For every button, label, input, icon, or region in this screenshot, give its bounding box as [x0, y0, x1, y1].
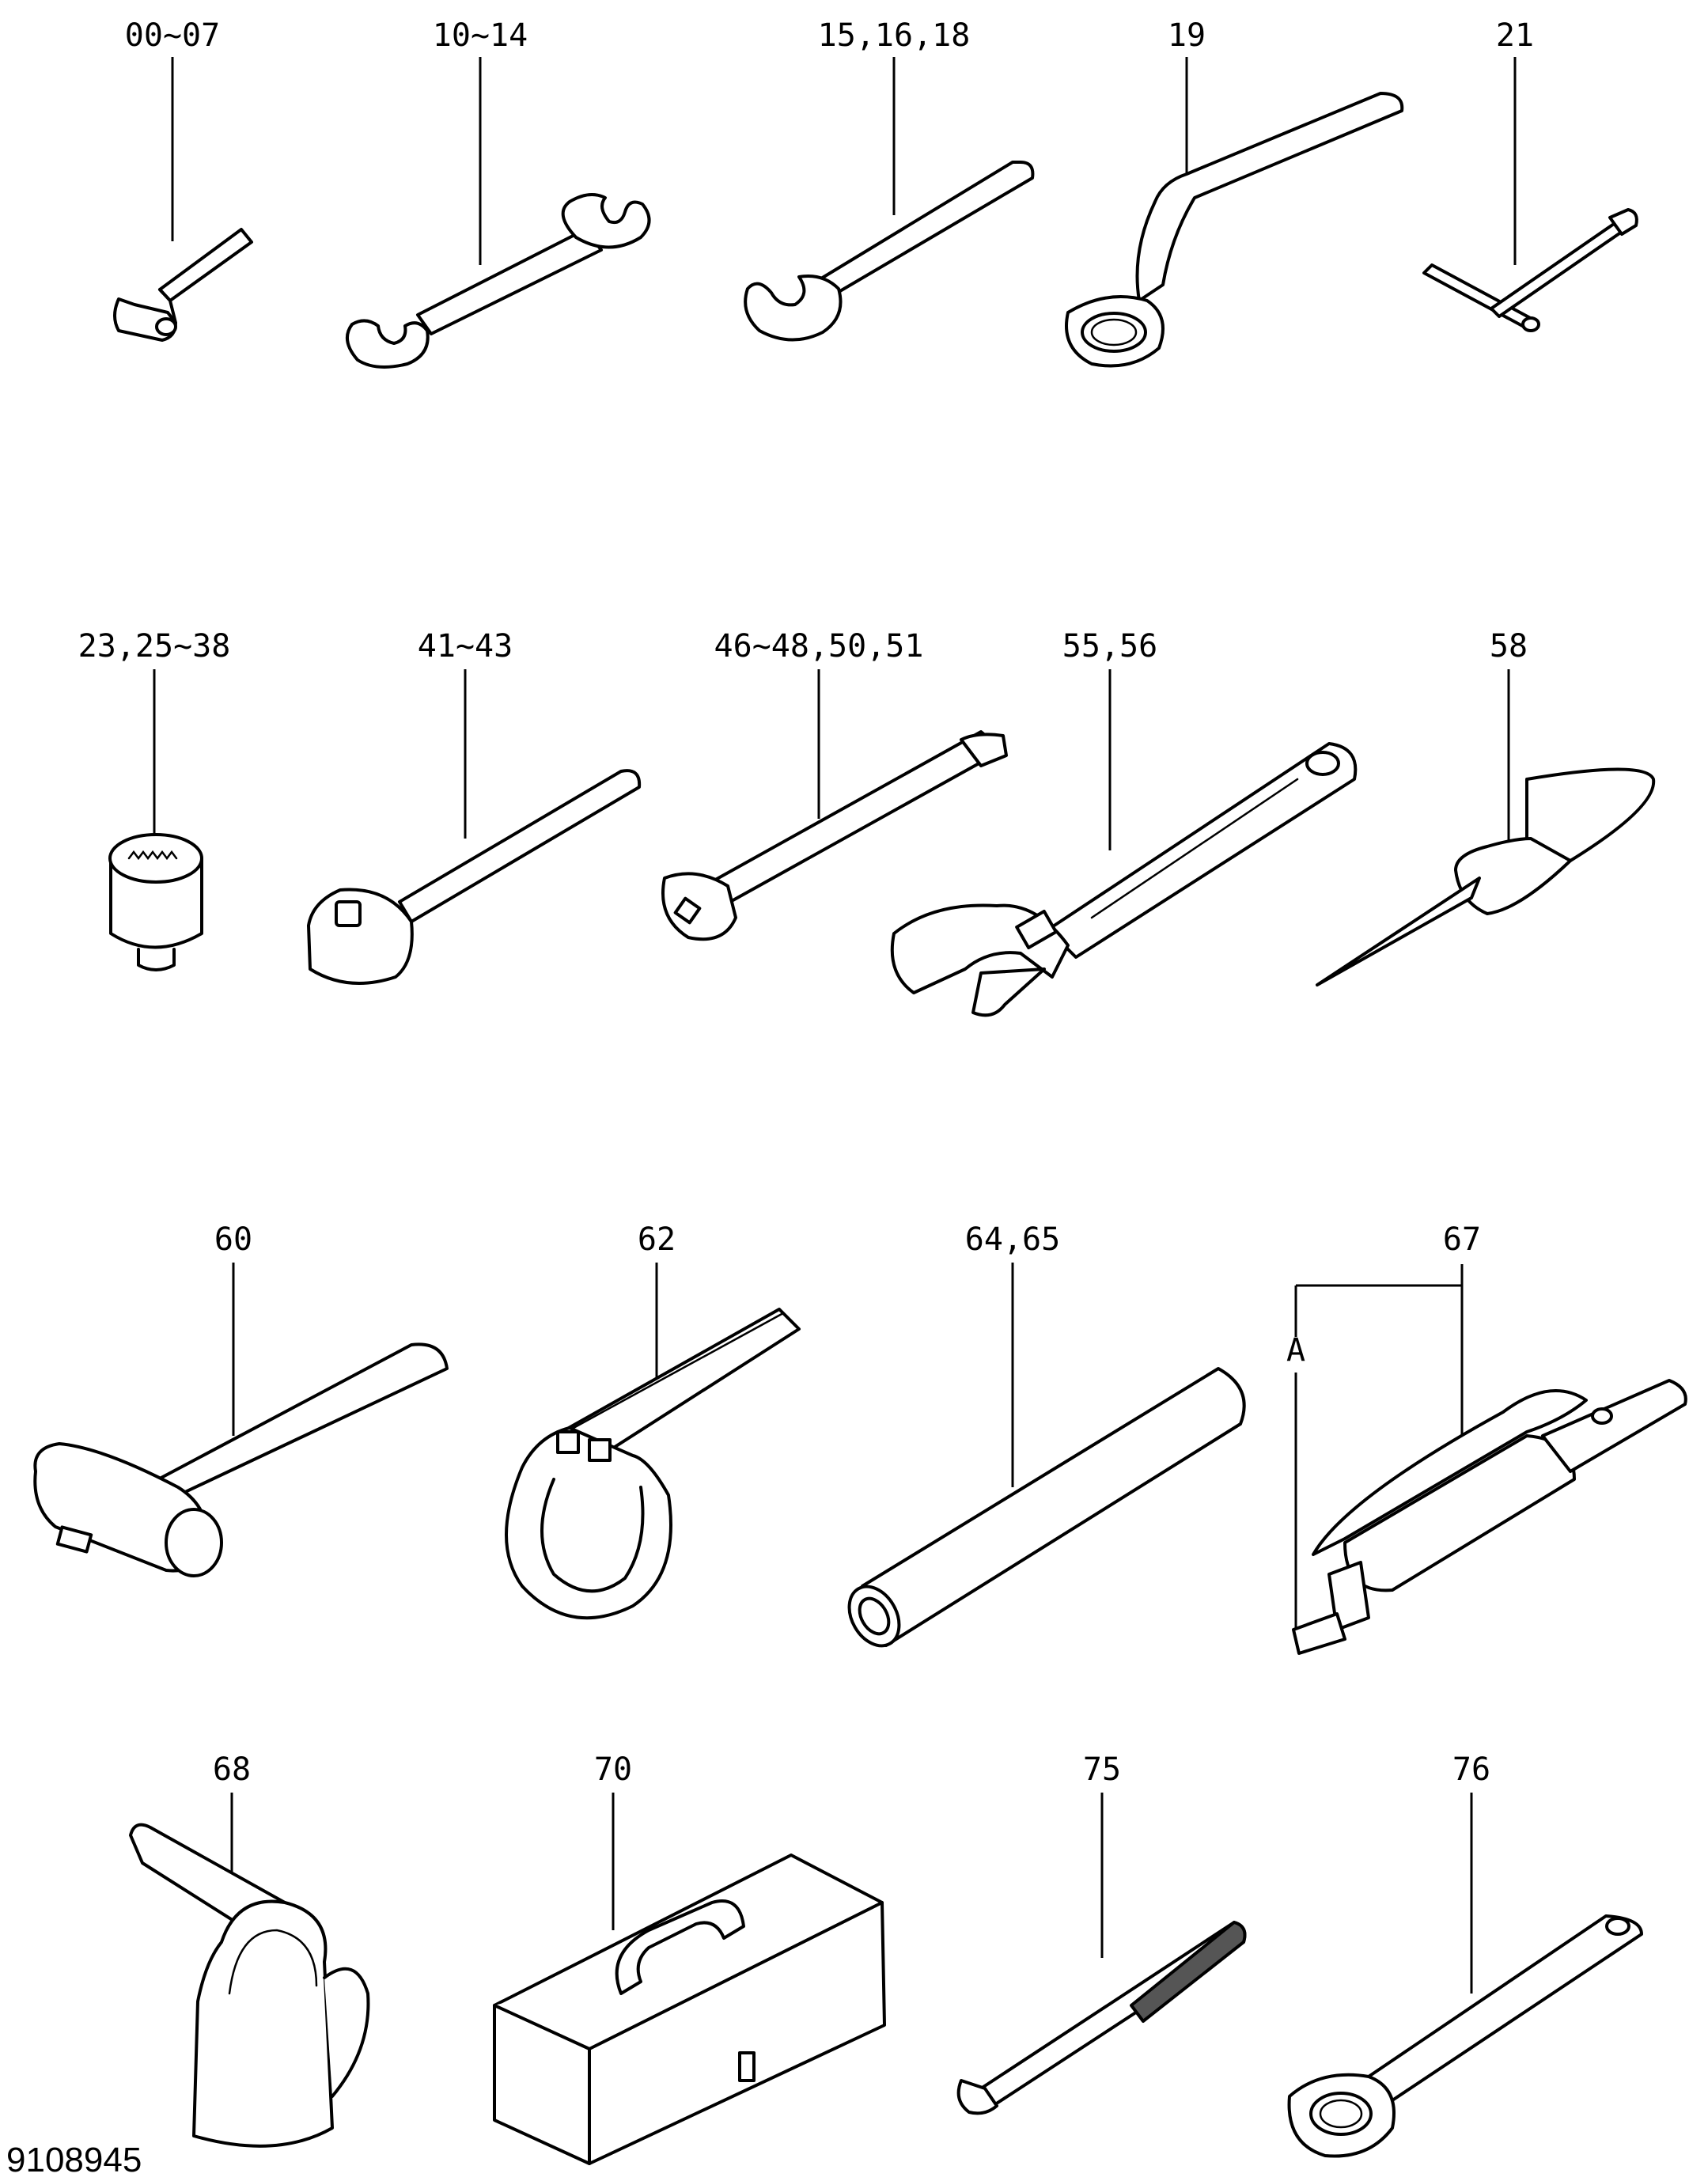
l-rod-icon	[956, 1921, 1247, 2115]
screwdriver-group: 58	[1316, 628, 1656, 986]
callout-l-rod: 75	[1083, 1751, 1121, 1788]
extension-bar-icon	[661, 730, 1008, 941]
callout-hammer: 60	[214, 1221, 252, 1258]
callout-offset-ring-wrench: 19	[1168, 17, 1206, 54]
leader-grease-gun-bracket	[1296, 1264, 1464, 1287]
ratchet-handle-group: 41~43	[307, 628, 642, 985]
spanner-double-icon	[345, 193, 651, 369]
hex-key-icon	[113, 228, 253, 342]
extension-bar-group: 46~48,50,51	[661, 628, 1008, 941]
oil-can-icon	[129, 1823, 370, 2148]
callout-detail-a: A	[1286, 1332, 1305, 1369]
callout-extension-bar: 46~48,50,51	[714, 628, 924, 665]
socket-icon	[108, 833, 203, 971]
filter-wrench-group: 62	[505, 1221, 801, 1620]
socket-group: 23,25~38	[78, 628, 231, 971]
callout-ratchet-handle: 41~43	[418, 628, 513, 665]
l-rod-group: 75	[956, 1751, 1247, 2115]
ratchet-handle-icon	[307, 769, 642, 985]
adjustable-wrench-icon	[890, 742, 1358, 1017]
callout-oil-can: 68	[213, 1751, 251, 1788]
filter-wrench-icon	[505, 1308, 801, 1620]
callout-socket: 23,25~38	[78, 628, 231, 665]
offset-ring-wrench-group: 19	[1065, 17, 1404, 368]
spanner-single-group: 15,16,18	[744, 17, 1035, 342]
callout-adjustable-wrench: 55,56	[1062, 628, 1157, 665]
spanner-single-icon	[744, 161, 1035, 342]
ring-wrench-group: 76	[1287, 1751, 1643, 2158]
callout-ring-wrench: 76	[1452, 1751, 1490, 1788]
hammer-group: 60	[33, 1221, 449, 1577]
callout-screwdriver: 58	[1490, 628, 1528, 665]
pipe-group: 64,65	[847, 1221, 1246, 1648]
hammer-icon	[33, 1342, 449, 1577]
t-socket-wrench-icon	[1422, 208, 1638, 332]
tool-box-icon	[493, 1853, 886, 2165]
callout-grease-gun: 67	[1443, 1221, 1481, 1258]
adjustable-wrench-group: 55,56	[890, 628, 1358, 1017]
callout-tool-box: 70	[594, 1751, 632, 1788]
t-socket-wrench-group: 21	[1422, 17, 1638, 332]
grease-gun-group: 67 A	[1286, 1221, 1687, 1655]
offset-ring-wrench-icon	[1065, 92, 1404, 368]
spanner-double-group: 10~14	[345, 17, 651, 369]
callout-filter-wrench: 62	[638, 1221, 676, 1258]
document-number: 9108945	[6, 2141, 142, 2179]
hex-key-group: 00~07	[113, 17, 253, 342]
callout-t-socket-wrench: 21	[1496, 17, 1534, 54]
callout-pipe: 64,65	[965, 1221, 1060, 1258]
callout-spanner-single: 15,16,18	[818, 17, 971, 54]
oil-can-group: 68	[129, 1751, 370, 2148]
callout-hex-key: 00~07	[125, 17, 220, 54]
grease-gun-icon	[1292, 1379, 1687, 1655]
ring-wrench-icon	[1287, 1914, 1643, 2158]
tool-box-group: 70	[493, 1751, 886, 2165]
screwdriver-icon	[1316, 767, 1656, 986]
pipe-icon	[847, 1367, 1246, 1648]
callout-spanner-double: 10~14	[433, 17, 528, 54]
